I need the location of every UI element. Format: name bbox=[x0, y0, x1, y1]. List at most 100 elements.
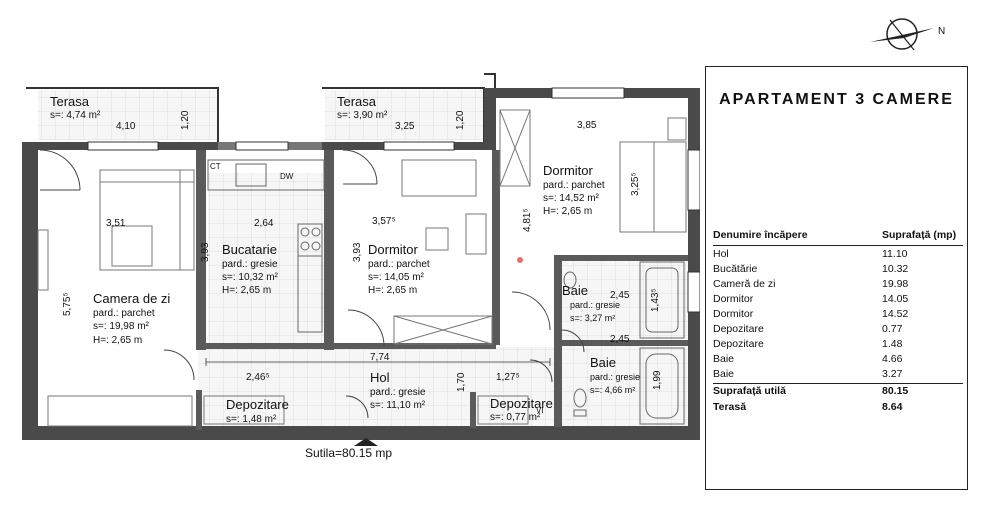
row-name: Dormitor bbox=[713, 308, 754, 320]
interior-walls bbox=[196, 150, 688, 430]
row-name: Baie bbox=[713, 353, 735, 365]
hall-area: s=: 11,10 m² bbox=[370, 400, 426, 411]
summary-panel: APARTAMENT 3 CAMERE Denumire încăpere Su… bbox=[705, 66, 968, 490]
panel-title: APARTAMENT 3 CAMERE bbox=[719, 91, 954, 108]
table-row: Depozitare 1.48 bbox=[713, 338, 963, 352]
total-name: Suprafață utilă bbox=[713, 385, 786, 397]
row-area: 3.27 bbox=[882, 368, 903, 380]
row-name: Dormitor bbox=[713, 293, 754, 305]
terrace1-area: s=: 4,74 m² bbox=[50, 110, 101, 121]
terrace2-area: s=: 3,90 m² bbox=[337, 110, 388, 121]
kitchen-width: 2,64 bbox=[254, 218, 274, 229]
kitchen-area: s=: 10,32 m² bbox=[222, 272, 278, 283]
storage2-tag: VI bbox=[536, 406, 544, 415]
kitchen-name: Bucatarie bbox=[222, 242, 277, 257]
table-row: Bucătărie 10.32 bbox=[713, 263, 963, 277]
table-row: Cameră de zi 19.98 bbox=[713, 278, 963, 292]
terrace2-floor bbox=[325, 90, 483, 140]
bath-fixtures bbox=[563, 261, 685, 425]
storage2-area: s=: 0,77 m² bbox=[490, 412, 541, 423]
total-area: 80.15 bbox=[882, 385, 909, 397]
row-area: 4.66 bbox=[882, 353, 903, 365]
terrace1-width: 4,10 bbox=[116, 121, 136, 132]
kitchen-fixtures bbox=[207, 159, 325, 333]
table-row: Depozitare 0.77 bbox=[713, 323, 963, 337]
kitchen-floor: pard.: gresie bbox=[222, 259, 278, 270]
compass-letter: N bbox=[938, 26, 946, 37]
terrace1-name: Terasa bbox=[50, 94, 90, 109]
row-name: Bucătărie bbox=[713, 263, 758, 275]
table-header: Denumire încăpere Suprafață (mp) bbox=[713, 229, 963, 246]
bedroom1-furniture bbox=[393, 159, 493, 345]
row-name: Cameră de zi bbox=[713, 278, 776, 290]
living-floor: pard.: parchet bbox=[93, 308, 155, 319]
living-name: Camera de zi bbox=[93, 291, 171, 306]
door-swings bbox=[39, 149, 585, 419]
kitchen-dw: DW bbox=[280, 172, 294, 181]
row-area: 0.77 bbox=[882, 323, 903, 335]
bath1-floor: pard.: gresie bbox=[570, 300, 621, 310]
windows bbox=[87, 87, 700, 313]
table-terrace-row: Terasă 8.64 bbox=[713, 401, 963, 415]
hall-length: 7,74 bbox=[370, 352, 390, 363]
bath1-name: Baie bbox=[562, 283, 589, 298]
kitchen-floor bbox=[208, 173, 324, 343]
total-area-footer: Sutila=80.15 mp bbox=[305, 446, 393, 460]
living-depth: 5,75⁵ bbox=[62, 292, 73, 316]
bedroom1-depth: 3,93 bbox=[352, 242, 363, 262]
table-row: Hol 11.10 bbox=[713, 248, 963, 262]
bedroom1-name: Dormitor bbox=[368, 242, 418, 257]
row-area: 14.52 bbox=[882, 308, 909, 320]
row-name: Depozitare bbox=[713, 323, 764, 335]
bedroom2-furniture bbox=[499, 109, 687, 233]
terrace2-name: Terasa bbox=[337, 94, 377, 109]
floor-plan bbox=[22, 73, 700, 446]
storage-fixtures bbox=[203, 395, 529, 425]
row-name: Hol bbox=[713, 248, 729, 260]
living-furniture bbox=[37, 169, 195, 427]
hall-floor bbox=[198, 347, 560, 427]
bedroom1-width: 3,57⁵ bbox=[372, 216, 396, 227]
kitchen-depth: 3,93 bbox=[200, 242, 211, 262]
row-name: Baie bbox=[713, 368, 735, 380]
bath1-width: 2,45 bbox=[610, 290, 630, 301]
row-area: 11.10 bbox=[882, 248, 908, 260]
row-name: Depozitare bbox=[713, 338, 764, 350]
bath2-area: s=: 4,66 m² bbox=[590, 385, 636, 395]
hall-floor: pard.: gresie bbox=[370, 387, 426, 398]
terrace-name: Terasă bbox=[713, 401, 747, 413]
terrace2-depth: 1,20 bbox=[455, 110, 466, 130]
header-area: Suprafață (mp) bbox=[882, 229, 957, 241]
living-width: 3,51 bbox=[106, 218, 126, 229]
storage2-name: Depozitare bbox=[490, 396, 553, 411]
bedroom1-height: H=: 2,65 m bbox=[368, 285, 418, 296]
bath2-width: 2,45 bbox=[610, 334, 630, 345]
bath2-name: Baie bbox=[590, 355, 617, 370]
bath1-area: s=: 3,27 m² bbox=[570, 313, 616, 323]
bedroom2-area: s=: 14,52 m² bbox=[543, 193, 599, 204]
bedroom2-floor: pard.: parchet bbox=[543, 180, 605, 191]
hall-left: 2,46⁵ bbox=[246, 372, 270, 383]
bedroom2-side: 4,81⁵ bbox=[522, 208, 533, 232]
storage1-name: Depozitare bbox=[226, 397, 289, 412]
row-area: 14.05 bbox=[882, 293, 909, 305]
hall-depth: 1,70 bbox=[456, 372, 467, 392]
terrace-area: 8.64 bbox=[882, 401, 903, 413]
header-name: Denumire încăpere bbox=[713, 229, 808, 241]
storage1-area: s=: 1,48 m² bbox=[226, 414, 277, 425]
hall-name: Hol bbox=[370, 370, 390, 385]
terrace1-railing bbox=[26, 87, 219, 142]
table-row: Dormitor 14.05 bbox=[713, 293, 963, 307]
bedroom2-depth: 3,25⁵ bbox=[630, 172, 641, 196]
terrace2-width: 3,25 bbox=[395, 121, 415, 132]
row-area: 1.48 bbox=[882, 338, 903, 350]
table-divider bbox=[713, 383, 963, 384]
hall-right: 1,27⁵ bbox=[496, 372, 520, 383]
bath2-floor: pard.: gresie bbox=[590, 372, 641, 382]
table-row: Dormitor 14.52 bbox=[713, 308, 963, 322]
entrance-arrow bbox=[354, 438, 378, 446]
compass-icon bbox=[870, 18, 934, 51]
table-total-row: Suprafață utilă 80.15 bbox=[713, 385, 963, 399]
terrace1-floor bbox=[38, 90, 218, 140]
bedroom2-height: H=: 2,65 m bbox=[543, 206, 593, 217]
